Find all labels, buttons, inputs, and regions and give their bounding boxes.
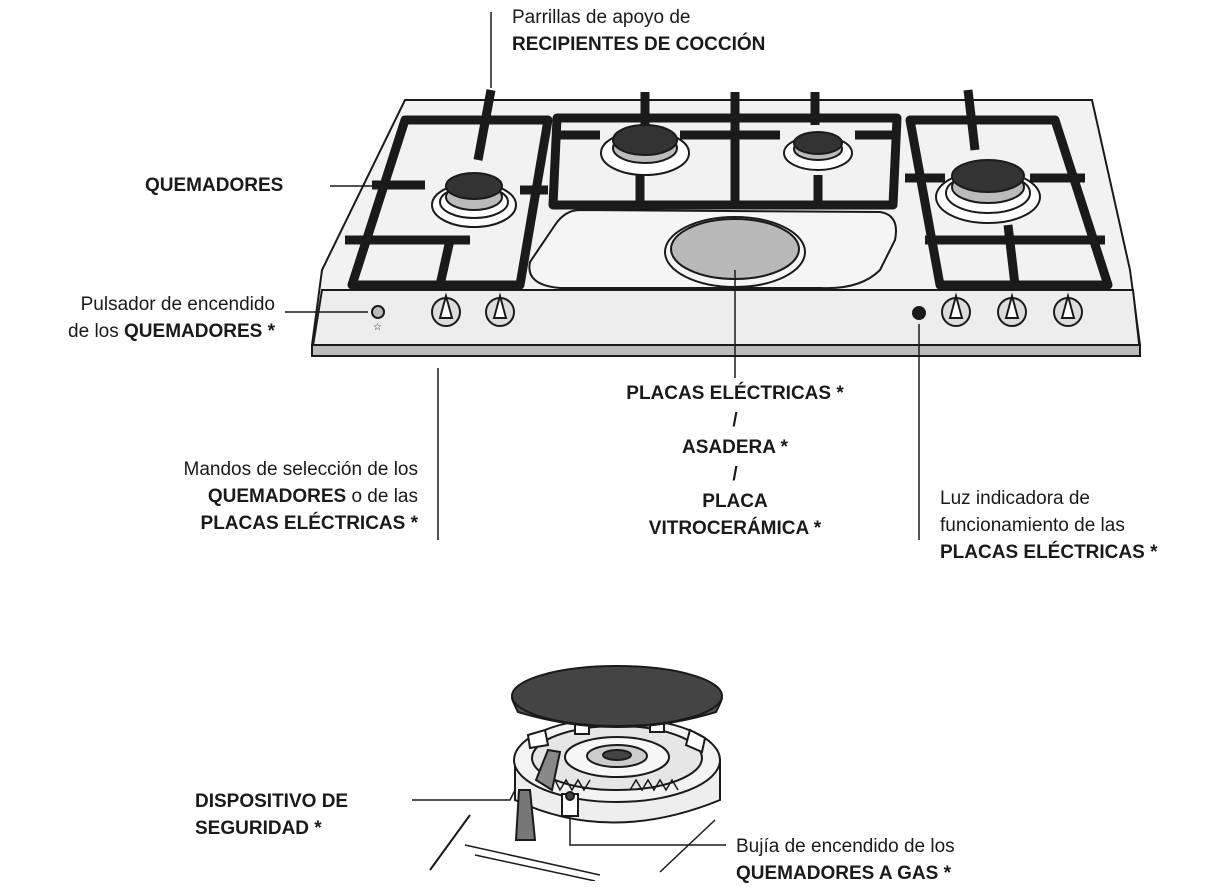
label-ignition: Pulsador de encendido de los QUEMADORES … — [10, 291, 275, 345]
knob-3 — [941, 292, 971, 327]
ignition-button — [371, 305, 385, 319]
burner-center-left — [600, 124, 690, 176]
knob-4 — [997, 292, 1027, 327]
burner-left — [431, 172, 517, 228]
pan-supports — [345, 89, 1113, 290]
grid-center — [548, 92, 902, 210]
burner-cap — [511, 665, 723, 727]
burners — [431, 124, 1041, 228]
label-spark: Bujía de encendido de los QUEMADORES A G… — [736, 833, 955, 887]
burner-detail — [429, 665, 723, 881]
leader-lines — [285, 12, 920, 846]
label-indicator: Luz indicadora de funcionamiento de las … — [940, 485, 1157, 566]
grid-left — [345, 89, 553, 290]
label-grids-line1: Parrillas de apoyo de — [512, 7, 691, 28]
leader-safety — [412, 779, 521, 801]
knob-5 — [1053, 292, 1083, 327]
knob-1 — [431, 292, 461, 327]
label-indicator-line2: funcionamiento de las — [940, 515, 1125, 536]
label-grids: Parrillas de apoyo de RECIPIENTES DE COC… — [512, 4, 765, 58]
label-knobs-line2: QUEMADORES o de las — [207, 486, 418, 507]
label-ignition-line2: de los QUEMADORES * — [68, 321, 275, 342]
label-knobs: Mandos de selección de los QUEMADORES o … — [100, 456, 418, 537]
indicator-light — [912, 306, 926, 320]
label-indicator-line1: Luz indicadora de — [940, 488, 1090, 509]
label-spark-line1: Bujía de encendido de los — [736, 836, 955, 857]
knob-2 — [485, 292, 515, 327]
label-plates: PLACAS ELÉCTRICAS * / ASADERA * / PLACA … — [626, 383, 844, 539]
safety-device — [514, 789, 537, 841]
label-grids-line2: RECIPIENTES DE COCCIÓN — [512, 34, 766, 55]
svg-text:☆: ☆ — [373, 322, 382, 333]
label-ignition-line1: Pulsador de encendido — [80, 294, 275, 315]
label-safety: DISPOSITIVO DE SEGURIDAD * — [195, 791, 349, 839]
leader-spark — [569, 815, 726, 846]
controls: ☆ — [371, 292, 1083, 333]
label-knobs-line3: PLACAS ELÉCTRICAS * — [200, 513, 418, 534]
label-indicator-line3: PLACAS ELÉCTRICAS * — [940, 542, 1158, 563]
label-knobs-line1: Mandos de selección de los — [183, 459, 418, 480]
burner-center-right — [783, 131, 853, 171]
label-burners: QUEMADORES — [145, 175, 284, 196]
grid-right — [905, 89, 1113, 290]
burner-right — [935, 159, 1041, 224]
